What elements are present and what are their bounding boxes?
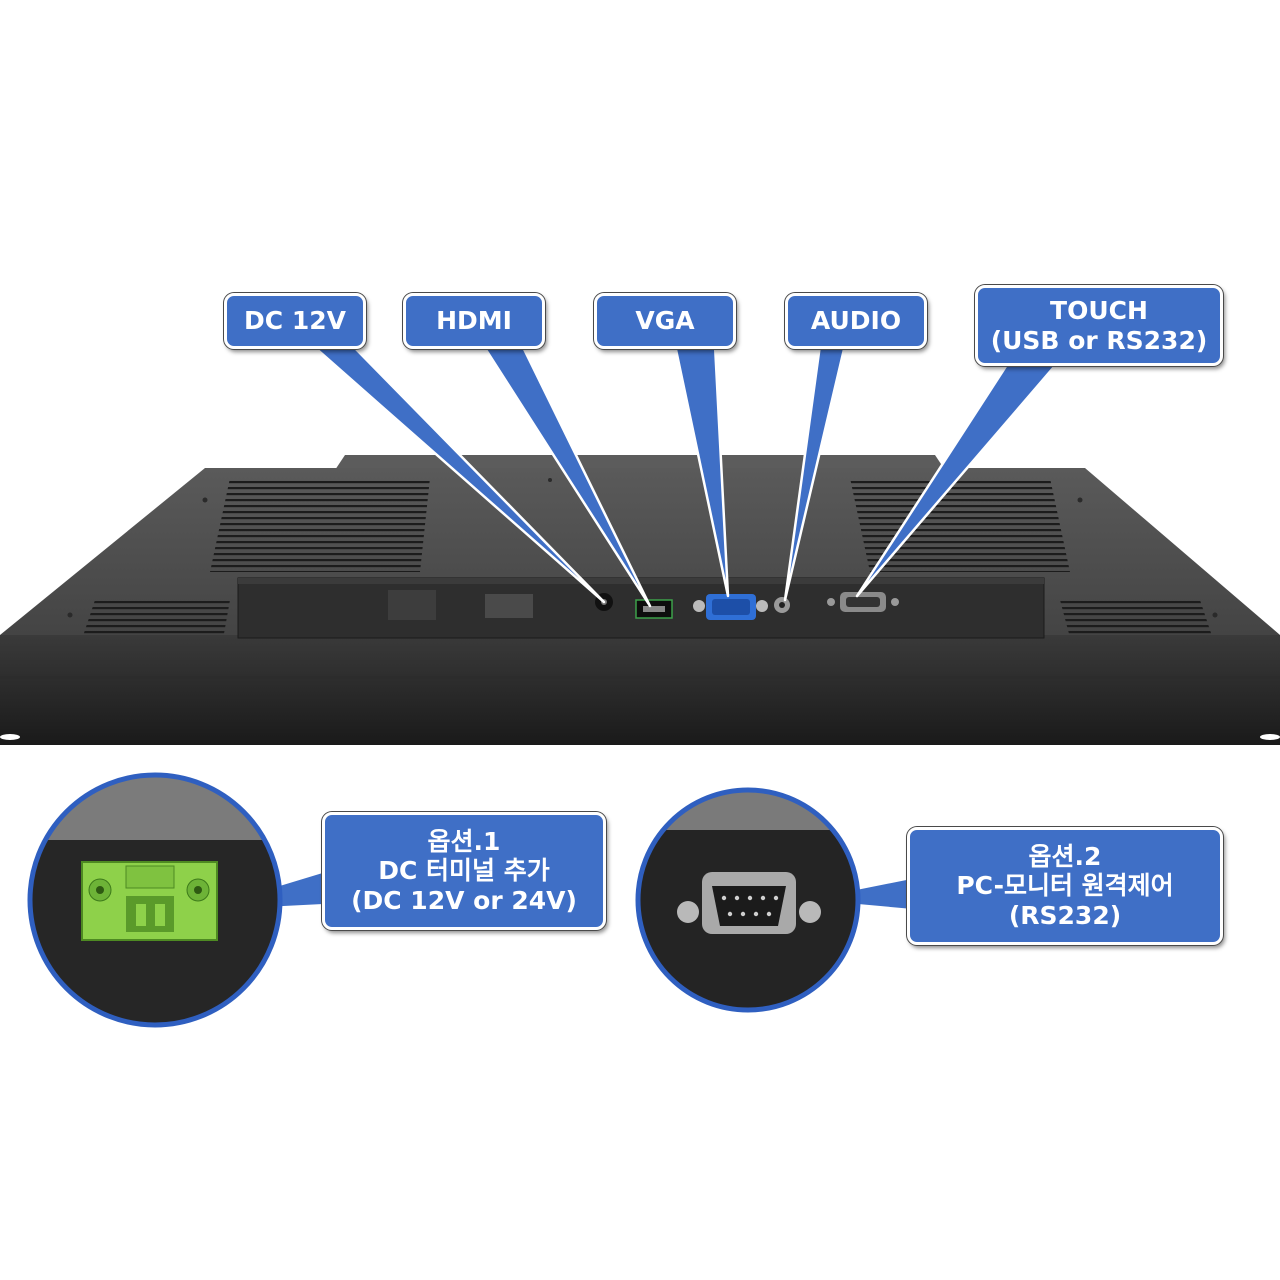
vent-grilles [80, 478, 1215, 645]
option1-title: 옵션.1 [427, 826, 501, 856]
vga-label: VGA [635, 306, 695, 336]
option2-callout: 옵션.2 PC-모니터 원격제어 (RS232) [907, 827, 1223, 945]
touch-callout: TOUCH (USB or RS232) [975, 285, 1223, 366]
dc12v-callout: DC 12V [224, 293, 366, 349]
side-edge [0, 635, 1280, 745]
audio-callout: AUDIO [785, 293, 927, 349]
audio-label: AUDIO [810, 306, 902, 336]
touch-label-line2: (USB or RS232) [990, 325, 1208, 355]
option2-title: 옵션.2 [1028, 841, 1102, 871]
hdmi-callout: HDMI [403, 293, 545, 349]
option1-callout: 옵션.1 DC 터미널 추가 (DC 12V or 24V) [322, 812, 606, 930]
vga-callout: VGA [594, 293, 736, 349]
dc12v-label: DC 12V [244, 306, 346, 336]
hdmi-label: HDMI [436, 306, 512, 336]
option1-desc: DC 터미널 추가 [378, 856, 550, 886]
option2-desc: PC-모니터 원격제어 [956, 871, 1174, 901]
option2-spec: (RS232) [1008, 900, 1122, 930]
zoom-rs232 [635, 787, 861, 1013]
zoom-dc-terminal [27, 772, 283, 1028]
callout-pointers [188, 343, 1062, 914]
option1-spec: (DC 12V or 24V) [351, 885, 577, 915]
touch-label-line1: TOUCH [1050, 296, 1148, 325]
